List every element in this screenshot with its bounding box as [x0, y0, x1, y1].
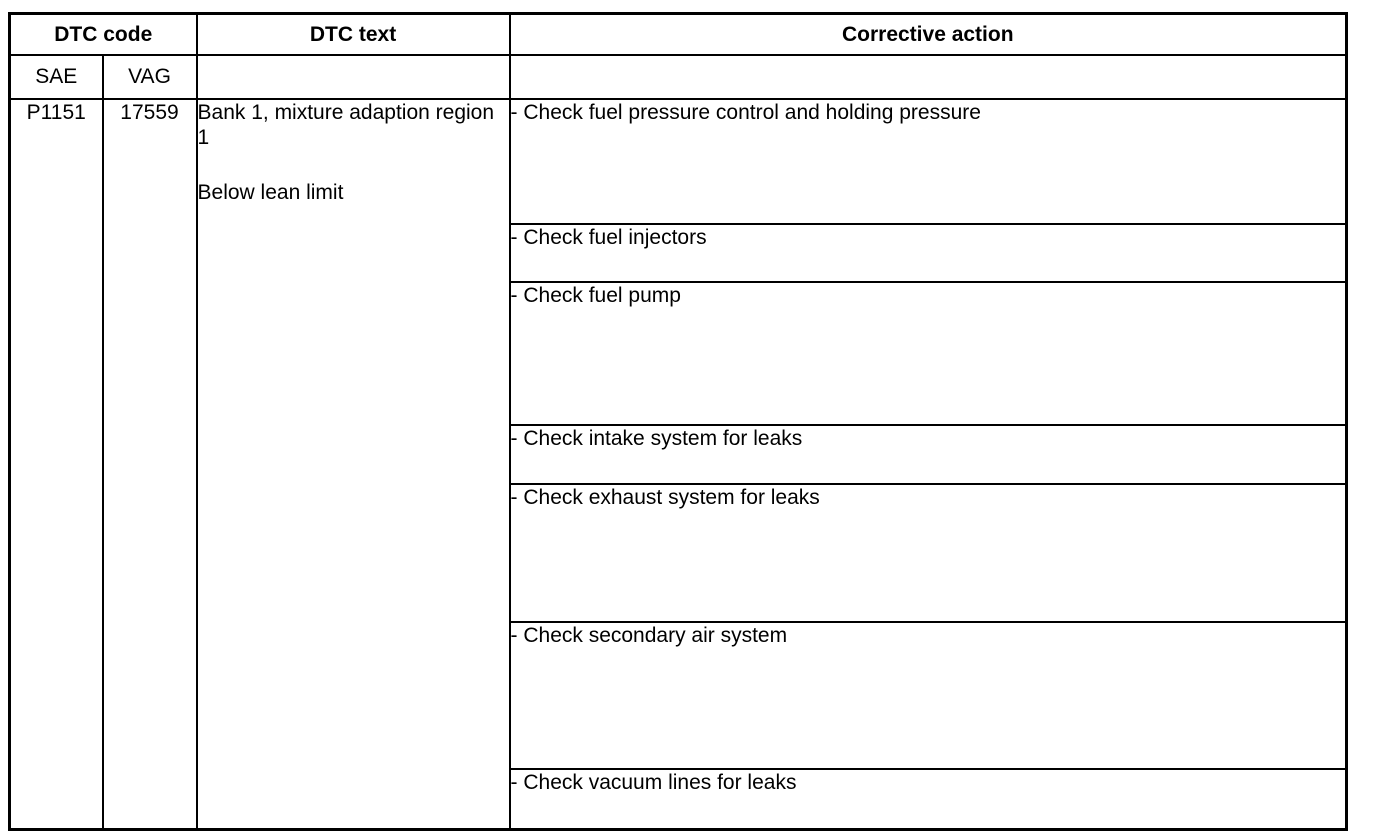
subheader-sae: SAE	[8, 53, 104, 100]
corrective-action-cell: - Check exhaust system for leaks	[508, 482, 1348, 623]
table-row: - Check fuel pump	[10, 280, 1348, 426]
corrective-action-cell: - Check secondary air system	[508, 620, 1348, 770]
header-dtc-text: DTC text	[195, 12, 511, 56]
corrective-action-cell: - Check fuel pressure control and holdin…	[508, 97, 1348, 225]
table-subheader-row: SAE VAG	[8, 53, 1348, 100]
sae-code-cell: P1151	[8, 97, 104, 831]
dtc-text-cell: Bank 1, mixture adaption region 1 Below …	[195, 97, 511, 831]
subheader-vag: VAG	[101, 53, 198, 100]
subheader-empty-dtc-text	[195, 53, 511, 100]
table-header-row: DTC code DTC text Corrective action	[8, 12, 1348, 56]
table-row: - Check vacuum lines for leaks	[10, 767, 1348, 831]
table-row: - Check intake system for leaks	[10, 423, 1348, 485]
header-corrective-action: Corrective action	[508, 12, 1348, 56]
header-dtc-code: DTC code	[8, 12, 198, 56]
table-row: - Check exhaust system for leaks	[10, 482, 1348, 623]
table-row: - Check secondary air system	[10, 620, 1348, 770]
vag-code-cell: 17559	[101, 97, 198, 831]
corrective-action-cell: - Check intake system for leaks	[508, 423, 1348, 485]
dtc-text-description: Bank 1, mixture adaption region 1	[197, 100, 495, 149]
corrective-action-cell: - Check fuel injectors	[508, 222, 1348, 283]
corrective-action-cell: - Check fuel pump	[508, 280, 1348, 426]
table-row: P1151 17559 Bank 1, mixture adaption reg…	[8, 97, 1348, 831]
table-row: - Check fuel injectors	[10, 222, 1348, 283]
dtc-text-condition: Below lean limit	[197, 180, 344, 204]
corrective-action-cell: - Check vacuum lines for leaks	[508, 767, 1348, 831]
dtc-table: DTC code DTC text Corrective action SAE …	[8, 12, 1349, 831]
subheader-empty-corrective	[508, 53, 1348, 100]
